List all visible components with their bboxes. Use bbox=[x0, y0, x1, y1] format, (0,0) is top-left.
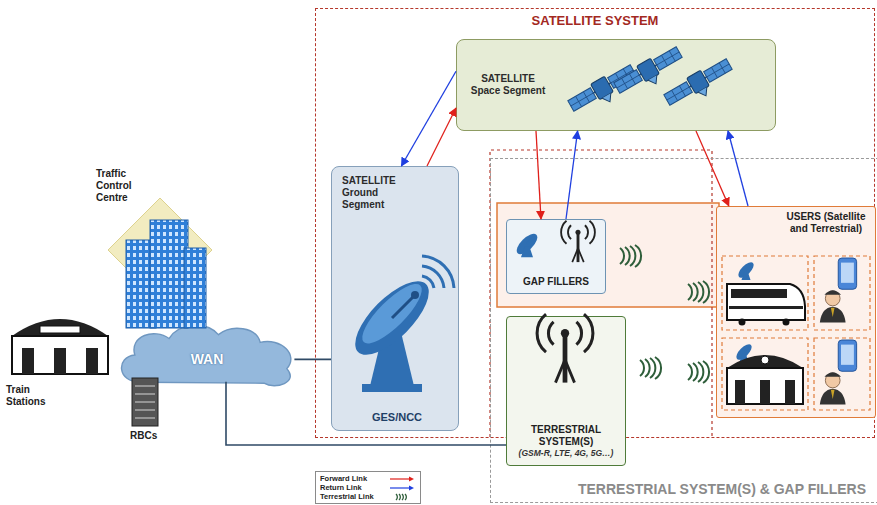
building-label: Traffic Control Centre bbox=[96, 168, 144, 204]
legend-row: Return Link bbox=[320, 483, 416, 492]
segment-title: SATELLITE Space Segment bbox=[467, 73, 549, 97]
user-frames bbox=[722, 256, 870, 410]
legend-text: Return Link bbox=[320, 483, 362, 492]
gap-filler-icons bbox=[513, 221, 594, 262]
legend-row: Terrestrial Link bbox=[320, 492, 416, 501]
technology-list: (GSM-R, LTE, 4G, 5G…) bbox=[513, 448, 619, 458]
satellite-link-arrow bbox=[427, 108, 456, 166]
rbc-server bbox=[132, 378, 158, 426]
legend-sample bbox=[386, 493, 416, 501]
train bbox=[727, 260, 805, 326]
satellites bbox=[566, 44, 737, 120]
user-with-phone bbox=[820, 258, 857, 322]
label-holder: Train Stations bbox=[6, 384, 62, 408]
satellite-link-arrow bbox=[536, 131, 541, 219]
station-name: GES/NCC bbox=[372, 411, 422, 424]
legend-row: Forward Link bbox=[320, 474, 416, 483]
legend-text: Forward Link bbox=[320, 474, 367, 483]
satellite-link-arrow bbox=[728, 131, 748, 206]
legend-text: Terrestrial Link bbox=[320, 492, 374, 501]
segment-title: SATELLITE Ground Segment bbox=[342, 175, 414, 211]
label-holder: Traffic Control Centre bbox=[96, 168, 144, 204]
terrestrial-link-waves bbox=[620, 245, 709, 383]
legend-sample bbox=[386, 484, 416, 492]
legend: Forward LinkReturn LinkTerrestrial Link bbox=[315, 471, 421, 504]
region-title: TERRESTRIAL SYSTEM(S) & GAP FILLERS bbox=[578, 481, 866, 498]
box-title: USERS (Satellite and Terrestrial) bbox=[781, 211, 871, 235]
orange-band bbox=[497, 203, 719, 307]
train-station-building bbox=[12, 319, 108, 374]
box-title: TERRESTRIAL SYSTEM(S) bbox=[513, 424, 619, 448]
cloud-title: WAN bbox=[191, 351, 224, 368]
user-station bbox=[727, 342, 803, 404]
gap-fillers-box: GAP FILLERS bbox=[506, 219, 606, 294]
label-holder: RBCs bbox=[130, 430, 170, 442]
user-with-phone bbox=[820, 340, 857, 404]
satellite-link-arrow bbox=[566, 131, 578, 219]
server-label: RBCs bbox=[130, 430, 170, 442]
satellite-link-arrow bbox=[696, 131, 729, 206]
ground-dish bbox=[344, 256, 454, 392]
box-title: GAP FILLERS bbox=[523, 276, 589, 288]
wan-link-line bbox=[226, 382, 506, 445]
traffic-control-building bbox=[108, 198, 212, 328]
legend-sample bbox=[386, 475, 416, 483]
terrestrial-mast bbox=[537, 314, 593, 382]
satellite-link-arrow bbox=[401, 71, 456, 166]
wan-link-line bbox=[294, 359, 331, 361]
station-label: Train Stations bbox=[6, 384, 62, 408]
region-title: SATELLITE SYSTEM bbox=[532, 13, 659, 29]
